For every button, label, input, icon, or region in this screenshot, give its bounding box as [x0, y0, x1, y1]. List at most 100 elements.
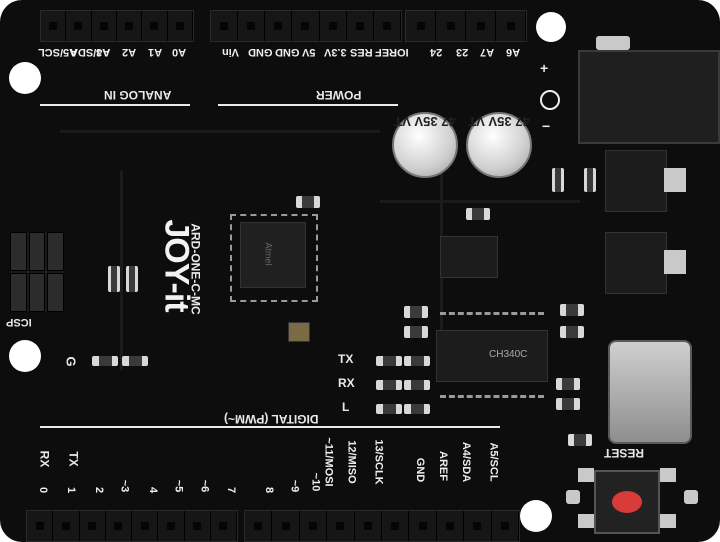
smd-part [108, 266, 120, 292]
label-res: RES [350, 46, 373, 58]
mounting-hole [536, 12, 566, 42]
label-a7: A7 [480, 46, 495, 58]
resistor [404, 404, 430, 414]
smd-part [556, 378, 580, 390]
reset-pad [660, 468, 676, 482]
smd-part [296, 196, 320, 208]
label-d13: 13/SCLK [372, 439, 385, 485]
rx-led [376, 380, 402, 390]
label-vin: Vin [222, 46, 239, 58]
reset-button[interactable] [594, 470, 660, 534]
led-label-tx: TX [338, 352, 354, 366]
tx-led [376, 356, 402, 366]
smd-part [552, 168, 564, 192]
label-gnd: GND [414, 457, 427, 483]
label-5v: 5V [302, 46, 316, 58]
regulator-tab [664, 250, 686, 274]
l-led [376, 404, 402, 414]
dc-power-jack[interactable] [578, 50, 720, 144]
power-title: POWER [316, 88, 362, 102]
trace [120, 170, 123, 370]
label-ioref: IOREF [375, 46, 409, 58]
label-3v3: 3.3V [324, 46, 347, 58]
usb-c-port[interactable] [608, 340, 692, 444]
label-d11: ~11/MOSI [322, 437, 335, 487]
icsp-header[interactable] [10, 232, 64, 312]
jack-pin [596, 36, 630, 50]
silk-line [40, 104, 190, 106]
capacitor: 47 35V VT [392, 112, 458, 178]
tx-label: TX [66, 451, 81, 467]
label-24: 24 [430, 46, 443, 58]
label-a2: A2 [122, 46, 137, 58]
label-gnd1: GND [248, 46, 273, 58]
mcu-pins [230, 214, 318, 302]
reset-pad [578, 468, 594, 482]
usb-serial-chip: CH340C [436, 330, 548, 382]
label-a1: A1 [148, 46, 163, 58]
power-led [92, 356, 118, 366]
analog-in-title: ANALOG IN [104, 88, 172, 102]
label-d12: 12/MISO [345, 440, 358, 484]
rx-label: RX [37, 450, 52, 468]
label-d2: 2 [93, 486, 106, 494]
trace [380, 200, 580, 203]
smd-part [126, 266, 138, 292]
digital-header-low[interactable] [26, 510, 238, 542]
digital-header-high[interactable] [244, 510, 520, 542]
analog-header[interactable] [40, 10, 194, 42]
trace [60, 130, 380, 133]
smd-part [288, 322, 310, 342]
power-header[interactable] [210, 10, 402, 42]
label-aref: AREF [436, 451, 449, 481]
microcontroller-chip: Atmel [240, 222, 306, 288]
label-d0: 0 [37, 486, 50, 494]
led-label-l: L [342, 400, 350, 414]
reset-pad [578, 514, 594, 528]
small-ic [440, 236, 498, 278]
smd-part [556, 398, 580, 410]
g-label: G [63, 356, 79, 367]
capacitor-label: 47 35V VT [394, 114, 456, 129]
silk-line [218, 104, 398, 106]
mounting-hole [520, 500, 552, 532]
label-a3: A3 [96, 46, 111, 58]
silk-line [40, 426, 500, 428]
mounting-hole [9, 62, 41, 94]
extra-header[interactable] [405, 10, 527, 42]
label-d7: 7 [225, 486, 238, 494]
label-d5: ~5 [172, 479, 185, 493]
label-d8: 8 [263, 486, 276, 494]
pad [684, 490, 698, 504]
resistor [404, 356, 430, 366]
label-a6: A6 [506, 46, 521, 58]
smd-part [466, 208, 490, 220]
polarity-icon [540, 90, 560, 110]
polarity-minus: − [542, 118, 551, 134]
usb-chip-text: CH340C [489, 349, 528, 360]
mounting-hole [9, 340, 41, 372]
label-a0: A0 [172, 46, 187, 58]
regulator-tab [664, 168, 686, 192]
reset-label: RESET [604, 446, 645, 460]
pad [566, 490, 580, 504]
led-label-rx: RX [338, 376, 355, 390]
label-d1: 1 [65, 486, 78, 494]
model-name: ARD-ONE-C-MC [188, 223, 203, 315]
label-23: 23 [456, 46, 469, 58]
capacitor: 47 35V VT [466, 112, 532, 178]
voltage-regulator [605, 150, 667, 212]
smd-part [568, 434, 592, 446]
smd-part [584, 168, 596, 192]
voltage-regulator [605, 232, 667, 294]
polarity-plus: + [540, 60, 549, 76]
reset-button-cap[interactable] [612, 491, 642, 513]
label-d3: ~3 [118, 479, 131, 493]
label-gnd2: GND [275, 46, 300, 58]
label-d9: ~9 [288, 479, 301, 493]
smd-part [404, 306, 428, 318]
label-d4: 4 [147, 486, 160, 494]
usb-chip-pins [440, 312, 544, 398]
reset-pad [660, 514, 676, 528]
